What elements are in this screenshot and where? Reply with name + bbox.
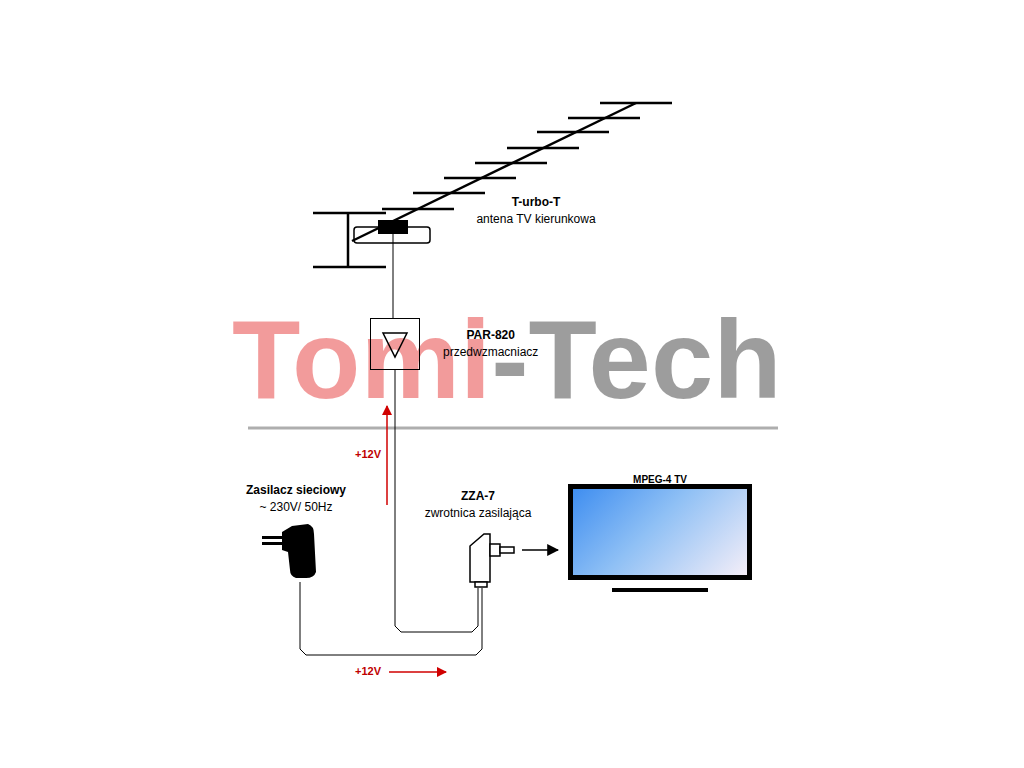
antenna-director [475, 162, 547, 165]
power-splitter: ZZA-7zwrotnica zasilająca [466, 528, 518, 588]
amplifier-symbol [383, 333, 407, 357]
splitter-drawing [470, 534, 514, 587]
power-supply: Zasilacz sieciowy~ 230V/ 50Hz [258, 522, 322, 582]
antenna-director [507, 147, 579, 150]
antenna-director [413, 192, 485, 195]
tv-stand [612, 588, 708, 592]
voltage-label: +12V [355, 448, 381, 461]
antenna-drawing [313, 103, 672, 267]
device-symbol [258, 522, 322, 582]
power-flow-arrow [389, 671, 446, 673]
antenna-director [537, 131, 609, 134]
device-name: PAR-820 [443, 327, 538, 344]
device-description: ~ 230V/ 50Hz [246, 499, 346, 516]
device-name: Zasilacz sieciowy [246, 482, 346, 499]
device-description: zwrotnica zasilająca [425, 505, 532, 522]
signal-arrow [522, 549, 558, 551]
device-label: ZZA-7zwrotnica zasilająca [425, 488, 532, 522]
plug-drawing [262, 524, 316, 578]
voltage-label: +12V [355, 665, 381, 678]
device-label: Zasilacz sieciowy~ 230V/ 50Hz [246, 482, 346, 516]
antenna-feed: T-urbo-Tantena TV kierunkowa [378, 220, 408, 234]
device-label: T-urbo-Tantena TV kierunkowa [476, 194, 595, 228]
watermark-underline [248, 427, 778, 430]
antenna-director [600, 102, 672, 105]
antenna-director [444, 177, 516, 180]
device-label: MPEG-4 TV [633, 473, 687, 487]
device-name: T-urbo-T [476, 194, 595, 211]
device-symbol [371, 319, 421, 371]
device-description: przedwzmacniacz [443, 344, 538, 361]
device-symbol [466, 528, 518, 588]
antenna-director [568, 117, 640, 120]
device-name: ZZA-7 [425, 488, 532, 505]
power-flow-arrow [386, 406, 388, 505]
device-name: MPEG-4 TV [633, 473, 687, 487]
antenna-director [382, 208, 454, 211]
device-label: PAR-820przedwzmacniacz [443, 327, 538, 361]
device-description: antena TV kierunkowa [476, 211, 595, 228]
preamplifier-box: PAR-820przedwzmacniacz [370, 318, 420, 370]
tv-set: MPEG-4 TV [568, 484, 752, 580]
coax-cable [300, 582, 482, 655]
coax-cable [393, 234, 394, 318]
watermark: Tomi-Tech [232, 304, 782, 416]
